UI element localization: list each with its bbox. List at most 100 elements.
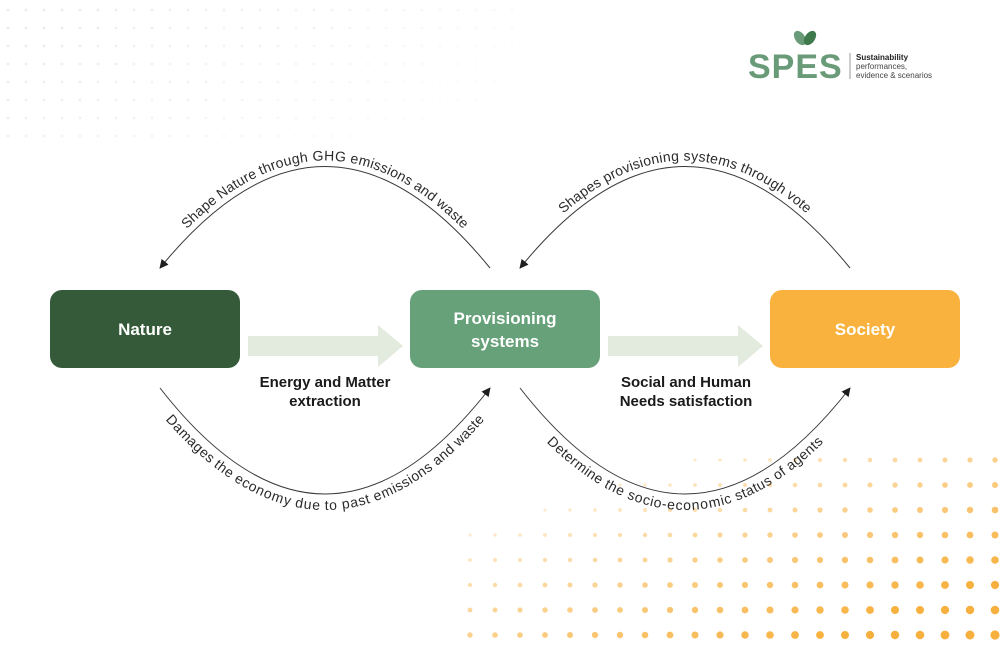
background-dot [791,581,799,589]
background-dot [276,80,280,84]
background-dot [330,134,334,138]
background-dot [767,557,773,563]
background-dot [543,508,547,512]
background-dot [992,457,998,463]
background-dot [24,116,28,120]
background-dot [792,507,798,513]
background-dot [240,8,244,12]
background-dot [892,457,898,463]
background-dot [510,8,514,12]
background-dot [816,606,824,614]
background-dot [568,508,572,512]
background-dot [294,116,298,120]
background-dot [866,581,874,589]
background-dot [96,62,100,66]
background-dot [348,26,352,30]
background-dot [186,26,190,30]
background-dot [792,482,798,488]
background-dot [841,581,849,589]
background-dot [6,26,10,30]
background-dot [294,80,298,84]
background-dot [510,62,514,66]
background-dot [474,98,478,102]
background-dot [402,8,406,12]
background-dot [492,44,496,48]
background-dot [517,582,523,588]
background-dot [492,80,496,84]
background-dot [294,8,298,12]
background-dot [966,556,974,564]
background-dot [114,116,118,120]
background-dot [114,98,118,102]
background-dot [618,508,622,512]
background-dot [222,80,226,84]
background-dot [438,44,442,48]
flow-label-social-line1: Social and Human [621,374,751,391]
background-dot [791,631,799,639]
background-dot [348,134,352,138]
background-dot [468,558,472,562]
background-dot [617,582,623,588]
background-dot [892,482,898,488]
background-dot [841,631,849,639]
background-dot [168,116,172,120]
background-dot [384,26,388,30]
background-dot [78,26,82,30]
background-dot [258,116,262,120]
background-dot [168,8,172,12]
background-dot [96,80,100,84]
background-dot [717,532,723,538]
background-dot [941,581,949,589]
background-dot [384,80,388,84]
background-dot [717,582,723,588]
background-dot [741,631,749,639]
background-dot [114,134,118,138]
background-dot [42,80,46,84]
background-dot [567,607,573,613]
background-dot [841,606,849,614]
background-dot [204,26,208,30]
background-dot [518,533,522,537]
background-dot [150,26,154,30]
background-dot [60,26,64,30]
background-dot [6,134,10,138]
background-dot [641,631,649,639]
background-dot [965,630,975,640]
background-dot [78,80,82,84]
background-dot [438,26,442,30]
background-dot [842,507,848,513]
background-dot-pattern-orange [467,457,1000,640]
background-dot [891,556,899,564]
background-dot [617,607,623,613]
background-dot [542,632,548,638]
background-dot [24,62,28,66]
background-dot [42,62,46,66]
background-dot [691,631,699,639]
background-dot [568,533,572,537]
svg-text:Determine the socio-economic s: Determine the socio-economic status of a… [544,433,826,513]
background-dot [842,482,848,488]
background-dot [132,44,136,48]
background-dot [186,80,190,84]
background-dot [366,98,370,102]
background-dot [330,62,334,66]
background-dot [693,483,697,487]
background-dot [543,533,547,537]
arc-top-right: Shapes provisioning systems through vote [519,147,851,269]
background-dot [891,581,899,589]
background-dot [276,62,280,66]
background-dot [867,482,873,488]
background-dot [348,116,352,120]
background-dot [168,80,172,84]
background-dot [222,44,226,48]
background-dot [24,134,28,138]
background-dot [741,606,749,614]
background-dot [967,457,973,463]
background-dot [917,482,923,488]
background-dot [42,116,46,120]
background-dot [402,62,406,66]
background-dot [150,80,154,84]
background-dot [60,134,64,138]
background-dot [517,607,523,613]
